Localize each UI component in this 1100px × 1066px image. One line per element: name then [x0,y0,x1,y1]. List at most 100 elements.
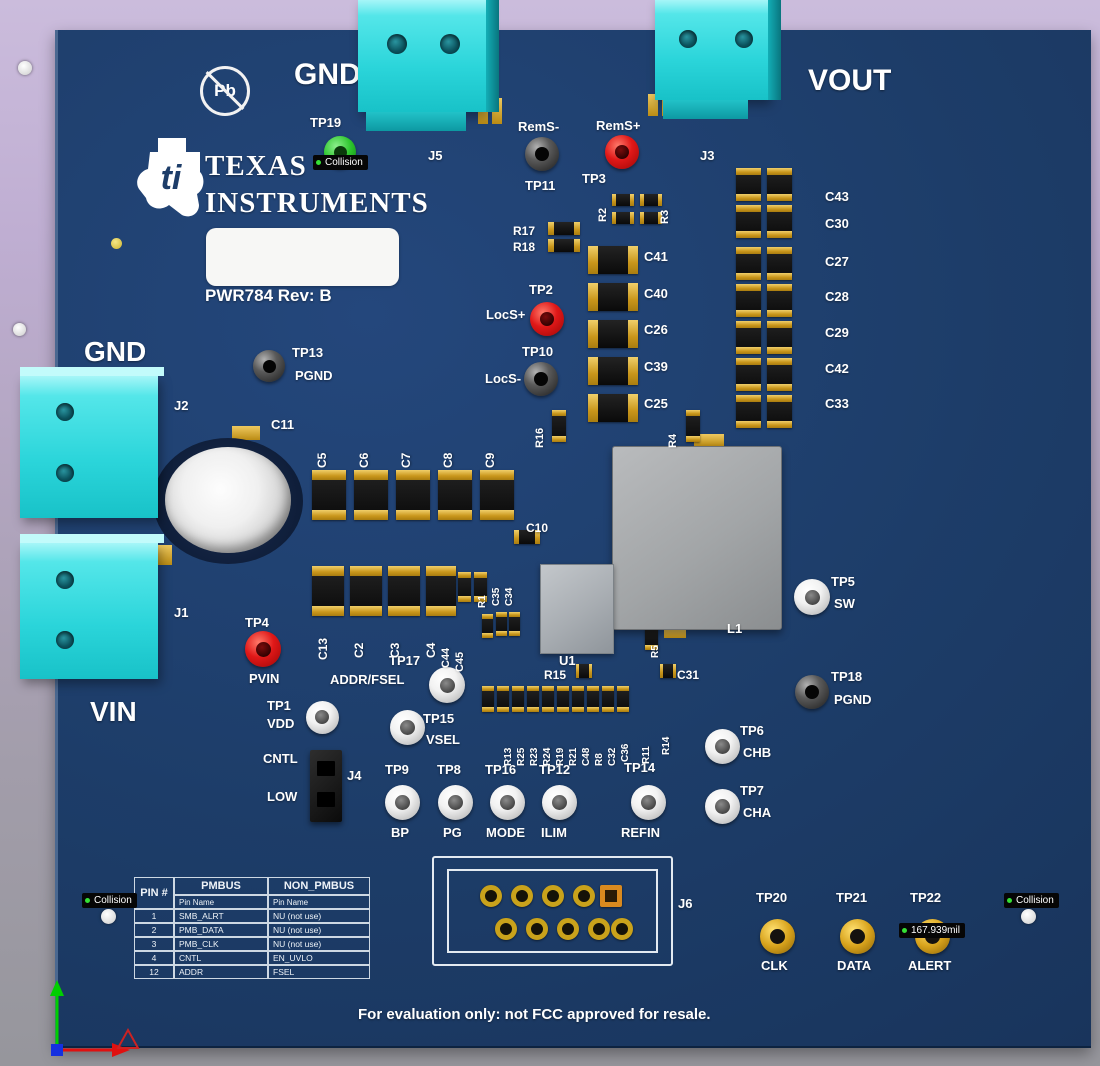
ti-logo-shape [137,138,204,217]
chip-component[interactable] [350,566,382,616]
silkscreen-label: TP3 [582,171,606,186]
test-point-tp8[interactable] [437,784,473,820]
test-point-tp15[interactable] [389,709,425,745]
chip-component[interactable] [617,686,629,712]
chip-component[interactable] [767,247,792,280]
test-point-tp17[interactable] [429,667,465,703]
chip-component[interactable] [552,410,566,442]
chip-pad [312,566,344,576]
chip-component[interactable] [576,664,592,678]
chip-component[interactable] [612,194,634,206]
chip-component[interactable] [388,566,420,616]
chip-component[interactable] [736,321,761,354]
connector-j1[interactable] [20,534,164,679]
ic-u1[interactable] [540,564,614,654]
collision-badge[interactable]: Collision [313,155,368,170]
test-point-tp7[interactable] [704,788,740,824]
chip-component[interactable] [548,222,580,235]
jumper-j4[interactable] [310,750,342,822]
test-point-tp16[interactable] [489,784,525,820]
chip-component[interactable] [497,686,509,712]
chip-component[interactable] [572,686,584,712]
chip-pad [552,410,566,417]
chip-component[interactable] [588,283,638,311]
chip-component[interactable] [588,320,638,348]
chip-component[interactable] [426,566,456,616]
chip-component[interactable] [767,358,792,391]
test-point-core [714,738,730,754]
chip-component[interactable] [480,470,514,520]
chip-component[interactable] [736,247,761,280]
chip-component[interactable] [736,205,761,238]
chip-component[interactable] [509,612,520,636]
inductor-l1[interactable] [612,446,782,630]
chip-component[interactable] [602,686,614,712]
chip-component[interactable] [354,470,388,520]
test-point-tp13[interactable] [253,350,285,382]
chip-pad [572,706,584,712]
capacitor-c11[interactable] [153,438,303,564]
chip-component[interactable] [612,212,634,224]
chip-component[interactable] [660,664,676,678]
chip-component[interactable] [557,686,569,712]
connector-j3[interactable] [655,0,781,119]
chip-component[interactable] [438,470,472,520]
chip-component[interactable] [767,321,792,354]
test-point-tp21[interactable] [839,918,875,954]
chip-component[interactable] [640,212,662,224]
test-point-tp12[interactable] [541,784,577,820]
test-point-tp20[interactable] [759,918,795,954]
test-point-tp9[interactable] [384,784,420,820]
chip-component[interactable] [736,284,761,317]
chip-component[interactable] [736,168,761,201]
chip-pad [657,212,662,224]
silkscreen-label: C43 [825,189,849,204]
chip-component[interactable] [548,239,580,252]
test-point-tp4[interactable] [245,631,281,667]
test-point-tp6[interactable] [704,728,740,764]
silkscreen-label: TP20 [756,890,788,905]
chip-component[interactable] [512,686,524,712]
test-point-tp5[interactable] [794,579,830,615]
connector-j5[interactable] [358,0,499,131]
chip-component[interactable] [588,246,638,274]
chip-component[interactable] [474,572,487,602]
chip-component[interactable] [312,470,346,520]
collision-badge[interactable]: Collision [82,893,137,908]
chip-component[interactable] [482,614,493,638]
test-point-tp11[interactable] [525,137,559,171]
chip-component[interactable] [736,358,761,391]
chip-component[interactable] [458,572,471,602]
chip-component[interactable] [514,530,540,544]
chip-pad [767,247,792,254]
chip-component[interactable] [496,612,507,636]
test-point-tp14[interactable] [630,784,666,820]
test-point-tp18[interactable] [795,675,829,709]
test-point-tp3[interactable] [605,135,639,169]
chip-component[interactable] [767,205,792,238]
test-point-tp10[interactable] [524,362,558,396]
chip-component[interactable] [767,168,792,201]
connector-j2[interactable] [20,367,164,518]
measurement-badge[interactable]: 167.939mil [899,923,965,938]
chip-component[interactable] [686,410,700,442]
chip-component[interactable] [482,686,494,712]
chip-pad [588,357,598,385]
chip-component[interactable] [640,194,662,206]
test-point-tp1[interactable] [305,700,339,734]
chip-component[interactable] [767,284,792,317]
chip-component[interactable] [736,395,761,428]
chip-component[interactable] [312,566,344,616]
collision-badge[interactable]: Collision [1004,893,1059,908]
header-j6[interactable] [432,856,673,966]
chip-component[interactable] [542,686,554,712]
chip-component[interactable] [396,470,430,520]
chip-component[interactable] [527,686,539,712]
test-point-tp2[interactable] [530,302,564,336]
chip-component[interactable] [588,357,638,385]
chip-pad [588,394,598,422]
chip-component[interactable] [767,395,792,428]
chip-component[interactable] [587,686,599,712]
chip-component[interactable] [588,394,638,422]
